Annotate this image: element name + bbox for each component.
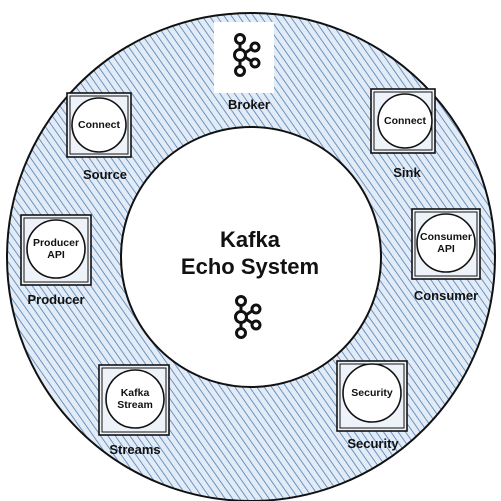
consumer-caption: Consumer — [413, 288, 479, 303]
source-inner-label: Connect — [78, 119, 120, 131]
producer-inner-line1: Producer — [32, 237, 80, 249]
source-caption: Source — [82, 167, 128, 182]
streams-inner-line1: Kafka — [120, 387, 150, 399]
center-title-line2: Echo System — [180, 254, 320, 279]
streams-caption: Streams — [109, 442, 161, 457]
streams-inner-line2: Stream — [117, 399, 153, 411]
consumer-inner-line2: API — [437, 243, 455, 255]
producer-inner-label: Producer API — [33, 237, 79, 261]
sink-caption: Sink — [393, 165, 421, 180]
sink-node — [370, 88, 436, 154]
center-title-line1: Kafka — [220, 227, 280, 252]
security-inner-label: Security — [351, 387, 393, 399]
consumer-node — [411, 208, 481, 280]
streams-node — [98, 364, 170, 436]
sink-inner-label: Connect — [384, 115, 426, 127]
producer-caption: Producer — [27, 292, 85, 307]
streams-inner-label: Kafka Stream — [117, 387, 153, 411]
security-caption: Security — [347, 436, 399, 451]
consumer-inner-line1: Consumer — [420, 231, 472, 243]
center-title: Kafka Echo System — [181, 226, 319, 280]
producer-inner-line2: API — [47, 249, 65, 261]
broker-node — [214, 22, 274, 93]
security-node — [336, 360, 408, 432]
broker-caption: Broker — [228, 97, 270, 112]
source-node — [66, 92, 132, 158]
consumer-inner-label: Consumer API — [420, 231, 472, 255]
producer-node — [20, 214, 92, 286]
